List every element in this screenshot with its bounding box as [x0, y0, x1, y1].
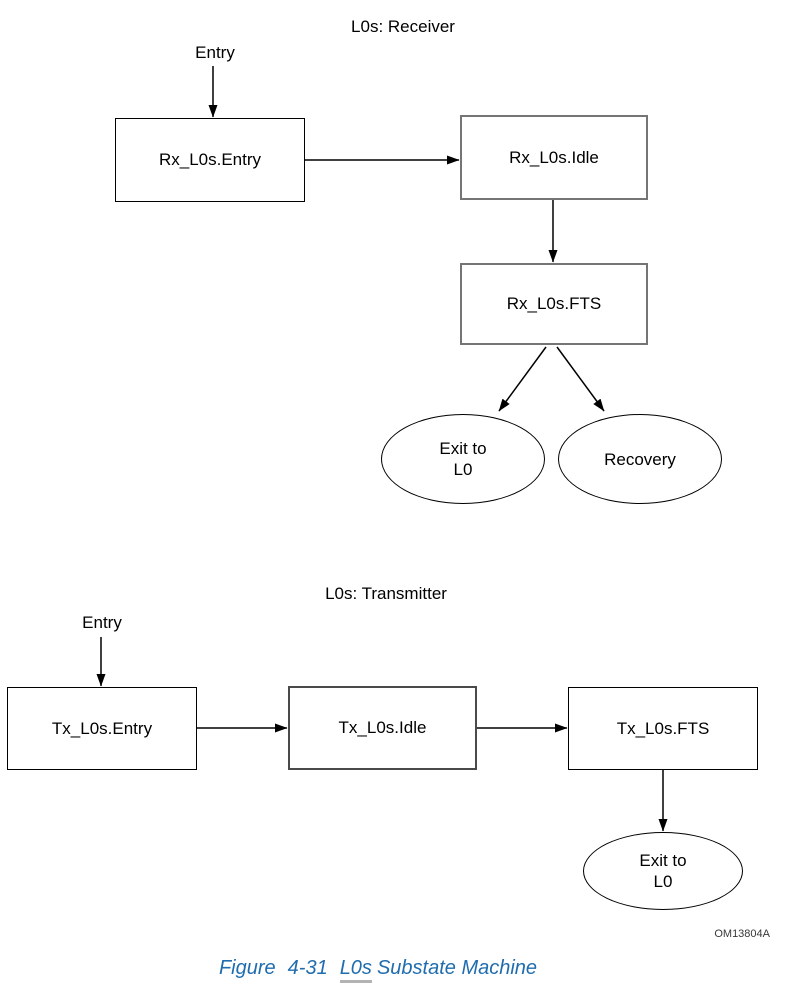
state-tx-l0s-fts-label: Tx_L0s.FTS [616, 718, 710, 738]
state-rx-l0s-idle-label: Rx_L0s.Idle [509, 147, 599, 167]
state-tx-l0s-entry-label: Tx_L0s.Entry [51, 718, 153, 738]
caption-figure-number: 4-31 [287, 957, 328, 979]
terminal-rx-exit-line2: L0 [453, 460, 473, 479]
figure-watermark: OM13804A [714, 928, 770, 940]
state-rx-l0s-fts-label: Rx_L0s.FTS [506, 294, 602, 313]
state-tx-l0s-entry: Tx_L0s.Entry [7, 687, 197, 770]
terminal-tx-exit-line2: L0 [653, 872, 673, 891]
terminal-rx-recovery: Recovery [558, 414, 722, 504]
caption-link-l0s[interactable]: L0s [339, 957, 372, 983]
state-tx-l0s-idle: Tx_L0s.Idle [288, 686, 477, 770]
arrow-rx-fts-to-recovery [556, 346, 605, 412]
terminal-tx-exit-to-l0: Exit to L0 [583, 832, 743, 910]
state-rx-l0s-entry: Rx_L0s.Entry [115, 118, 305, 202]
terminal-rx-exit-to-l0: Exit to L0 [381, 414, 545, 504]
state-rx-l0s-entry-label: Rx_L0s.Entry [158, 150, 262, 169]
caption-title-rest: Substate Machine [376, 957, 538, 979]
receiver-section-title: L0s: Receiver [351, 17, 455, 36]
terminal-rx-exit-line1: Exit to [439, 439, 487, 458]
state-tx-l0s-idle-label: Tx_L0s.Idle [338, 718, 427, 737]
transmitter-entry-label: Entry [82, 613, 122, 632]
receiver-entry-label: Entry [195, 43, 235, 62]
state-rx-l0s-fts: Rx_L0s.FTS [460, 263, 648, 345]
terminal-rx-recovery-label: Recovery [604, 449, 676, 469]
terminal-tx-exit-line1: Exit to [639, 851, 687, 870]
state-rx-l0s-idle: Rx_L0s.Idle [460, 115, 648, 200]
arrow-rx-fts-to-exit-l0 [498, 346, 547, 412]
state-tx-l0s-fts: Tx_L0s.FTS [568, 687, 758, 770]
transmitter-section-title: L0s: Transmitter [325, 584, 447, 603]
caption-figure-word: Figure [218, 957, 276, 979]
